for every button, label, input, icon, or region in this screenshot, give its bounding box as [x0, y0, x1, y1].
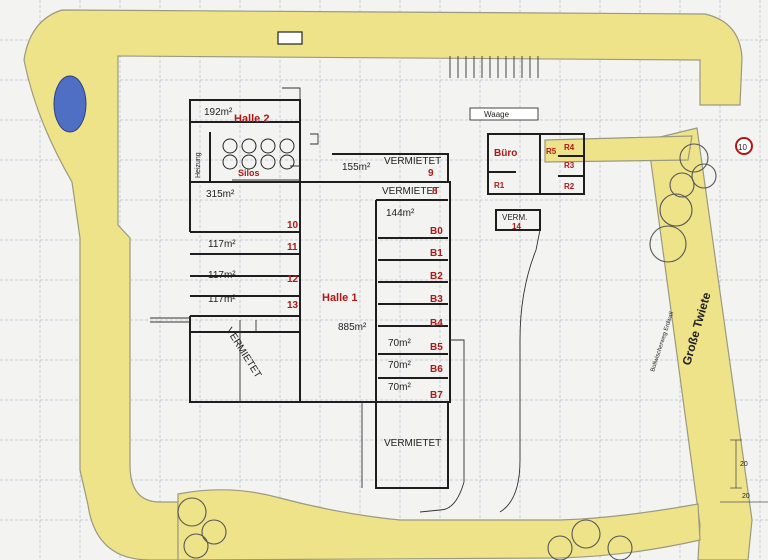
dimension-label-b: 20 [742, 493, 750, 500]
area-117-11: 117m² [208, 239, 236, 250]
verm-14-label: VERM. [502, 213, 527, 222]
access-roads [23, 9, 753, 560]
speed-sign: 10 [735, 137, 753, 155]
pond [53, 75, 87, 133]
unit-9-outline [332, 153, 449, 182]
tree [679, 143, 709, 173]
room-r5: R5 [546, 147, 557, 156]
room-r4: R4 [564, 143, 575, 152]
tree [571, 519, 601, 549]
area-885: 885m² [338, 322, 367, 333]
unit-8-label: 8 [432, 186, 438, 197]
tree [177, 497, 207, 527]
unit-10-label: 10 [287, 220, 299, 231]
unit-13-label: 13 [287, 300, 299, 311]
speed-sign-label: 10 [738, 143, 747, 152]
area-144: 144m² [386, 208, 415, 219]
vermietet-8: VERMIETET [382, 186, 439, 197]
unit-b2-label: B2 [430, 271, 443, 282]
area-70-b6: 70m² [388, 360, 411, 371]
area-halle-2: 192m² [204, 107, 233, 118]
area-315: 315m² [206, 189, 235, 200]
room-r1: R1 [494, 181, 505, 190]
tree [183, 533, 209, 559]
unit-b3-label: B3 [430, 294, 443, 305]
unit-14-label: 14 [512, 222, 521, 231]
vermietet-south: VERMIETET [384, 438, 441, 449]
area-117-12: 117m² [208, 270, 236, 281]
waage-label: Waage [484, 110, 510, 119]
south-road [177, 489, 701, 560]
parking-lines [449, 56, 539, 78]
dimension-label-a: 20 [740, 461, 748, 468]
thin-lines [150, 87, 541, 513]
tree [201, 519, 227, 545]
tree [691, 163, 717, 189]
buero-outline [487, 133, 585, 195]
heizung-label: Heizung [195, 152, 202, 178]
unit-b4-label: B4 [430, 318, 443, 329]
tree [607, 535, 633, 560]
tree [649, 225, 687, 263]
unit-b6-label: B6 [430, 364, 443, 375]
room-r3: R3 [564, 161, 575, 170]
north-road [23, 9, 743, 560]
area-70-b7: 70m² [388, 382, 411, 393]
unit-12-label: 12 [287, 274, 299, 285]
unit-13-lower [189, 316, 300, 403]
area-70-b5: 70m² [388, 338, 411, 349]
halle-2-label: Halle 2 [234, 113, 269, 125]
halle-1-outline [189, 181, 451, 403]
trees [177, 143, 717, 560]
unit-11-label: 11 [287, 242, 298, 253]
unit-b0-label: B0 [430, 226, 443, 237]
buero-label: Büro [494, 148, 517, 159]
silos-label: Silos [238, 168, 260, 178]
area-117-13: 117m² [208, 294, 236, 305]
east-road [647, 127, 753, 560]
vermietet-9: VERMIETET [384, 156, 441, 167]
tree [547, 535, 573, 560]
east-strip [375, 199, 448, 403]
building-walls [189, 99, 585, 489]
speed-sign-circle [735, 137, 753, 155]
unit-b7-label: B7 [430, 390, 443, 401]
unit-b1-label: B1 [430, 248, 443, 259]
waage-platform [469, 107, 539, 121]
unit-b5-label: B5 [430, 342, 443, 353]
area-155: 155m² [342, 162, 371, 173]
small-building-north [277, 31, 303, 45]
halle-1-label: Halle 1 [322, 292, 357, 304]
vermietet-west: VERMIETET [223, 326, 263, 380]
tree [669, 172, 695, 198]
room-r2: R2 [564, 182, 575, 191]
tree [659, 193, 693, 227]
south-annex [375, 402, 449, 489]
unit-9-label: 9 [428, 168, 434, 179]
silos [222, 138, 295, 170]
dimension-marks [720, 439, 768, 503]
